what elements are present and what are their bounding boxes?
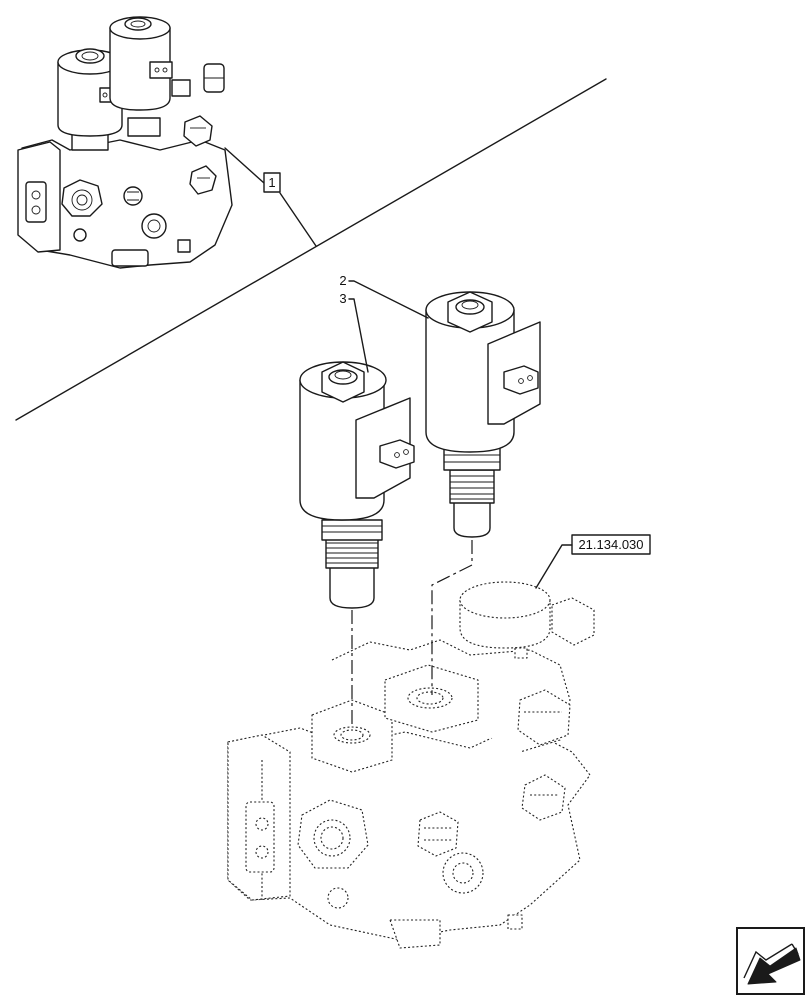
callout-3-label: 3 xyxy=(339,291,346,306)
callout-3-leader xyxy=(348,298,369,373)
valve-body-ghost xyxy=(227,581,595,949)
cartridge-item-3 xyxy=(299,361,415,609)
inset-separator-line xyxy=(15,78,607,421)
center-line-item-2 xyxy=(431,540,473,695)
previous-page-arrow-icon[interactable] xyxy=(736,927,805,995)
callout-1-leader-left xyxy=(224,147,265,184)
callout-1-label: 1 xyxy=(268,175,275,190)
reference-callout-label: 21.134.030 xyxy=(578,537,643,552)
assembled-valve-inset xyxy=(17,16,233,269)
cartridge-item-2 xyxy=(425,291,541,538)
callout-1-leader-right xyxy=(279,192,317,247)
callout-1-box xyxy=(263,172,281,193)
reference-callout-leader xyxy=(535,544,573,589)
callout-2-label: 2 xyxy=(339,273,346,288)
callout-2-leader xyxy=(348,280,429,319)
